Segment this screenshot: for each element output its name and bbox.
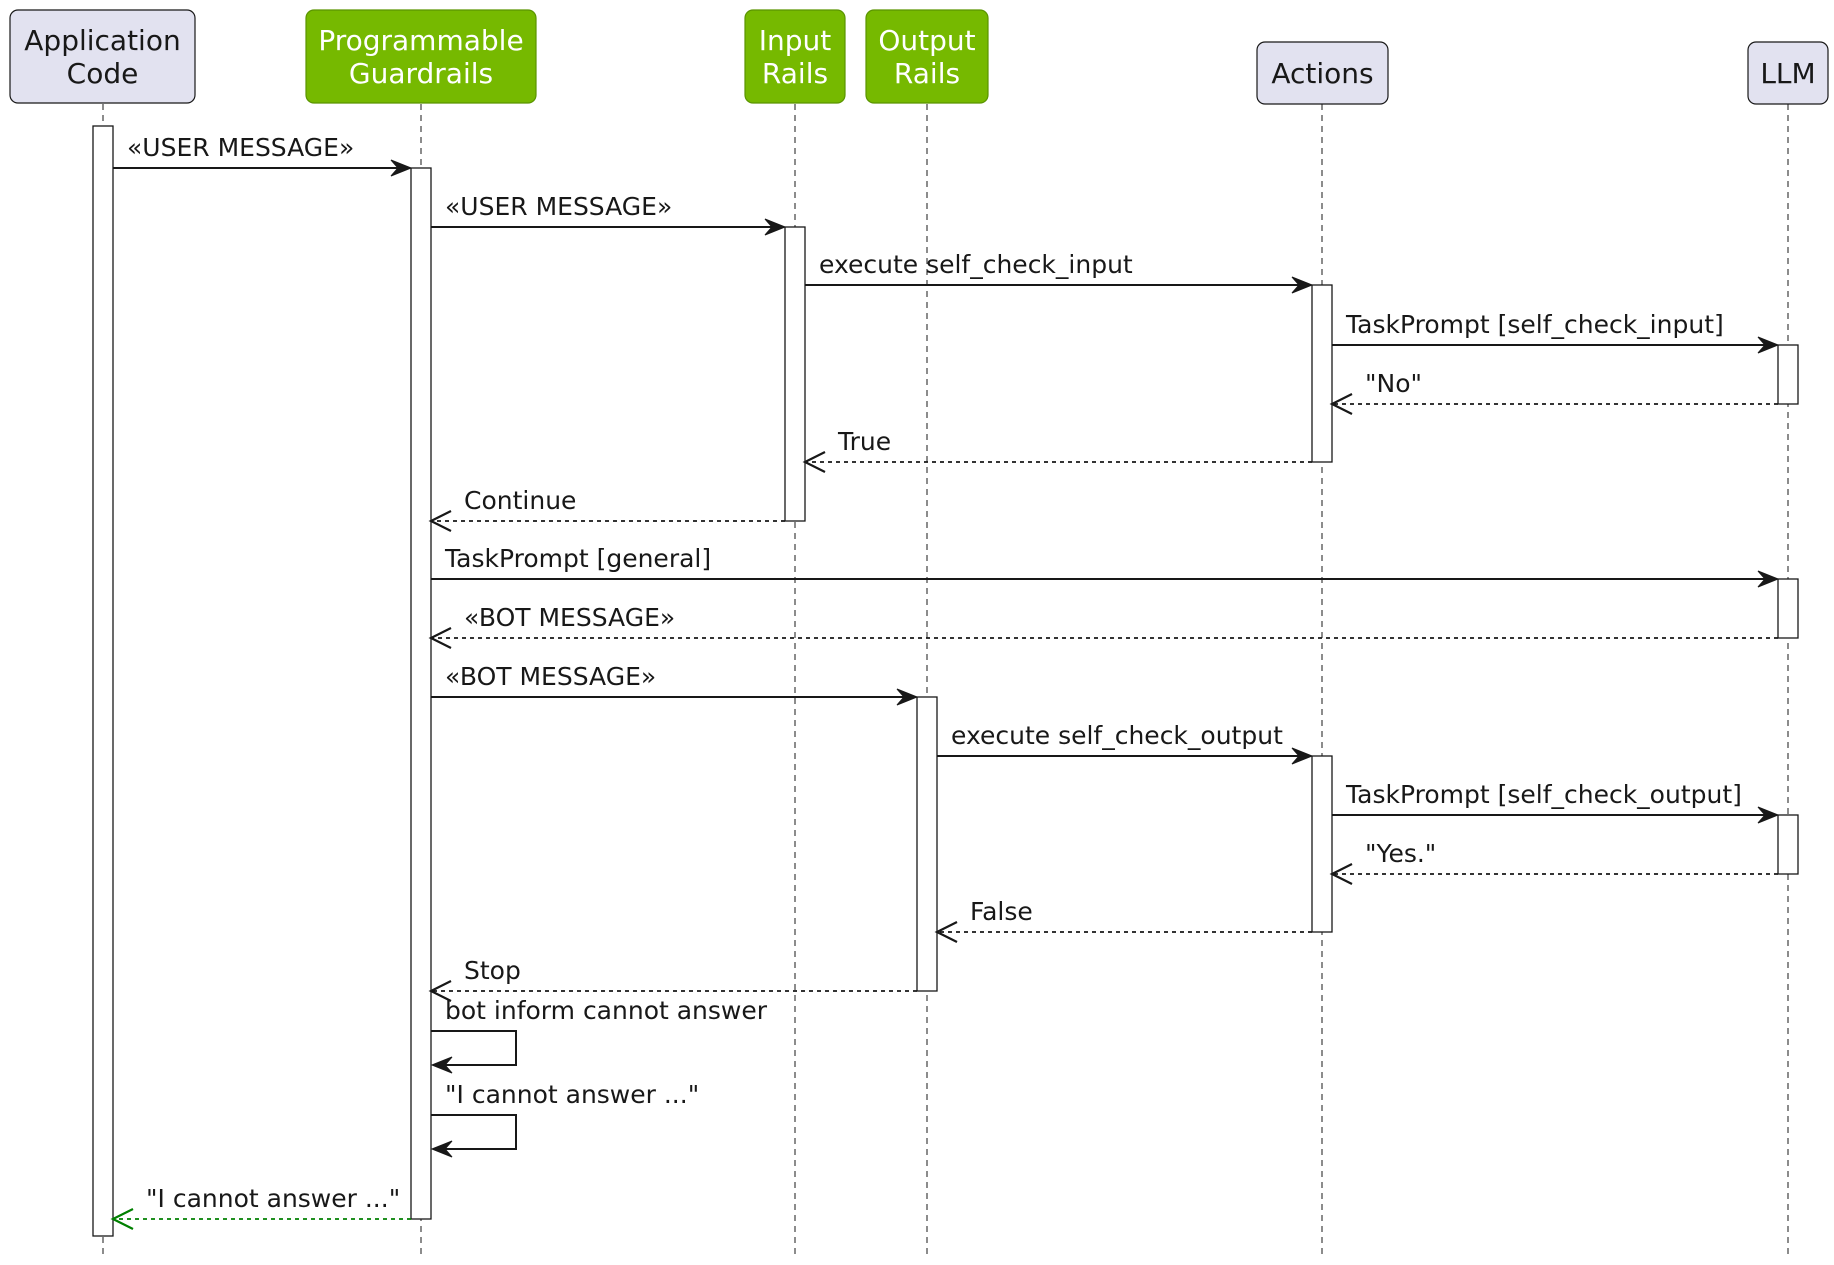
participant-label: Rails [762,57,828,90]
message-8: TaskPrompt [general] [431,544,1780,588]
participant-label: LLM [1760,57,1815,90]
message-13: "Yes." [1329,839,1778,885]
participant-label: Input [759,24,832,57]
activation-bar-llm [1777,578,1799,639]
message-label: TaskPrompt [general] [444,544,711,573]
arrowhead [1757,336,1780,354]
message-16: bot inform cannot answer [430,996,768,1074]
participant-label: Programmable [318,24,523,57]
activation-bar-input [784,226,806,522]
arrowhead [110,1208,134,1230]
message-4: TaskPrompt [self_check_input] [1332,310,1780,354]
activation-bar-actions [1311,284,1333,463]
message-label: Stop [464,956,521,985]
message-label: «BOT MESSAGE» [464,603,675,632]
message-label: Continue [464,486,576,515]
arrowhead [802,451,826,473]
participant-box [9,9,196,104]
activation-bar-llm [1777,814,1799,875]
participant-label: Code [67,57,139,90]
participant-box [865,9,989,104]
message-label: TaskPrompt [self_check_output] [1345,780,1742,809]
activation-bar-app [92,125,114,1237]
participant-box [744,9,846,104]
message-12: TaskPrompt [self_check_output] [1332,780,1780,824]
participant-label: Rails [894,57,960,90]
message-label: False [970,897,1033,926]
activation-bar-output [916,696,938,992]
message-5: "No" [1329,369,1778,415]
arrowhead [1757,806,1780,824]
message-label: «USER MESSAGE» [127,133,354,162]
self-message-line [431,1030,517,1066]
message-9: «BOT MESSAGE» [428,603,1778,649]
participant-actions: Actions [1256,41,1389,105]
message-label: "No" [1365,369,1422,398]
message-1: «USER MESSAGE» [113,133,413,177]
message-2: «USER MESSAGE» [431,192,787,236]
message-label: TaskPrompt [self_check_input] [1345,310,1724,339]
arrowhead [764,218,787,236]
message-label: "Yes." [1365,839,1436,868]
message-7: Continue [428,486,785,532]
participant-label: Application [24,24,180,57]
message-label: execute self_check_input [819,250,1133,279]
message-3: execute self_check_input [805,250,1314,294]
message-label: "I cannot answer ..." [146,1184,400,1213]
message-15: Stop [428,956,917,1002]
participant-label: Actions [1271,57,1373,90]
activation-bar-actions [1311,755,1333,933]
message-label: True [837,427,891,456]
message-label: "I cannot answer ..." [445,1080,699,1109]
arrowhead [934,921,958,943]
participant-label: Guardrails [349,57,493,90]
participant-box [305,9,537,104]
arrowhead [428,980,452,1002]
arrowhead [1329,393,1353,415]
activation-bar-llm [1777,344,1799,405]
arrowhead [430,1056,453,1074]
arrowhead [1329,863,1353,885]
message-11: execute self_check_output [937,721,1314,765]
message-18: "I cannot answer ..." [110,1184,411,1230]
activation-bar-guard [410,167,432,1220]
arrowhead [1291,276,1314,294]
arrowhead [896,688,919,706]
message-label: bot inform cannot answer [445,996,768,1025]
participant-box [1747,41,1829,105]
message-17: "I cannot answer ..." [430,1080,699,1158]
message-label: execute self_check_output [951,721,1283,750]
arrowhead [390,159,413,177]
participant-box [1256,41,1389,105]
arrowhead [1757,570,1780,588]
arrowhead [1291,747,1314,765]
participant-llm: LLM [1747,41,1829,105]
arrowhead [428,510,452,532]
arrowhead [428,627,452,649]
message-6: True [802,427,1312,473]
self-message-line [431,1114,517,1150]
message-10: «BOT MESSAGE» [431,662,919,706]
message-14: False [934,897,1312,943]
arrowhead [430,1140,453,1158]
message-label: «USER MESSAGE» [445,192,672,221]
message-label: «BOT MESSAGE» [445,662,656,691]
participant-label: Output [878,24,975,57]
